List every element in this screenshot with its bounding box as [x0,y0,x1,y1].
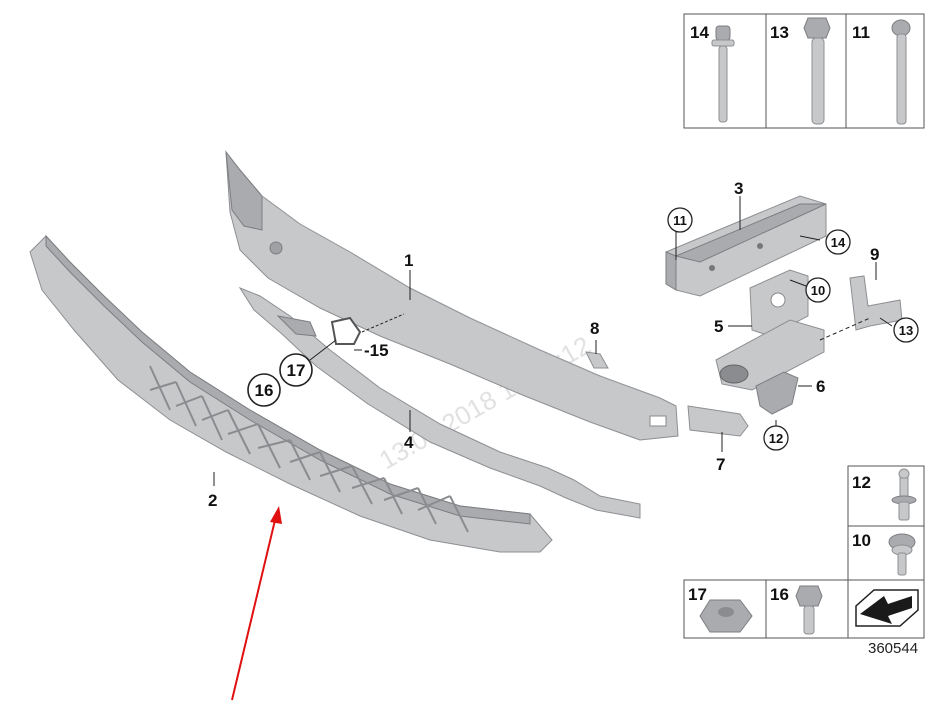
direction-arrow-icon [855,589,919,627]
circled-callout-17: 17 [279,353,313,387]
rivet-12-icon [891,468,917,521]
part-9-bracket [849,275,903,331]
circled-callout-10: 10 [805,277,831,303]
callout-part-4: 4 [404,433,414,452]
circled-callout-12: 12 [763,425,789,451]
legend-label-13: 13 [770,23,789,42]
callout-part-2: 2 [208,491,217,510]
part-6-bumper-pad [755,371,799,415]
legend-label-11: 11 [852,23,870,42]
callout-part-3: 3 [734,179,743,198]
legend-label-14: 14 [690,23,709,42]
legend-label-10: 10 [852,531,871,550]
bolt-13-icon [803,17,831,125]
fastener-legend-top: 14 13 11 [683,13,925,129]
part-4-impact-strip [238,286,641,519]
bolt-16-icon [795,585,823,635]
callout-part-5: 5 [714,317,723,336]
fastener-legend-bottom: 12 10 17 16 [683,465,925,639]
circled-callout-13-label: 13 [899,323,913,338]
diagram-reference-number: 360544 [868,640,918,657]
circled-callout-14: 14 [825,229,851,255]
bolt-11-icon [891,19,911,125]
circled-callout-13: 13 [893,317,919,343]
part-3-mounting-bracket [665,195,827,297]
part-8-clip [585,351,609,369]
callout-part-7: 7 [716,455,725,474]
legend-label-12: 12 [852,473,871,492]
circled-callout-17-label: 17 [287,361,306,380]
screw-10-icon [888,533,916,576]
callout-part-1: 1 [404,251,413,270]
leader-lines [213,196,893,486]
circled-callout-11-label: 11 [673,213,687,228]
nut-17-icon [699,599,753,633]
callout-part-6: 6 [816,377,825,396]
callout-part-9: 9 [870,245,879,264]
callout-labels: 1 2 3 4 5 6 7 8 9 -15 [208,179,879,510]
circled-callout-11: 11 [667,207,693,233]
part-5-bracket-assembly [715,269,825,391]
callout-part-15: -15 [364,341,389,360]
circled-callout-16-label: 16 [255,381,274,400]
part-2-energy-absorber [29,234,553,553]
legend-label-16: 16 [770,585,789,604]
part-7-clip [687,405,749,437]
red-pointer-arrow [231,506,282,701]
circled-callout-14-label: 14 [831,235,846,250]
circled-callout-10-label: 10 [811,283,825,298]
circled-callout-12-label: 12 [769,431,783,446]
part-1-bumper-carrier [225,150,679,441]
legend-label-17: 17 [688,585,707,604]
circled-callout-16: 16 [247,373,281,407]
callout-part-8: 8 [590,319,599,338]
bolt-14-icon [711,25,735,123]
circled-callouts: 11 14 10 13 12 17 16 [247,207,919,451]
